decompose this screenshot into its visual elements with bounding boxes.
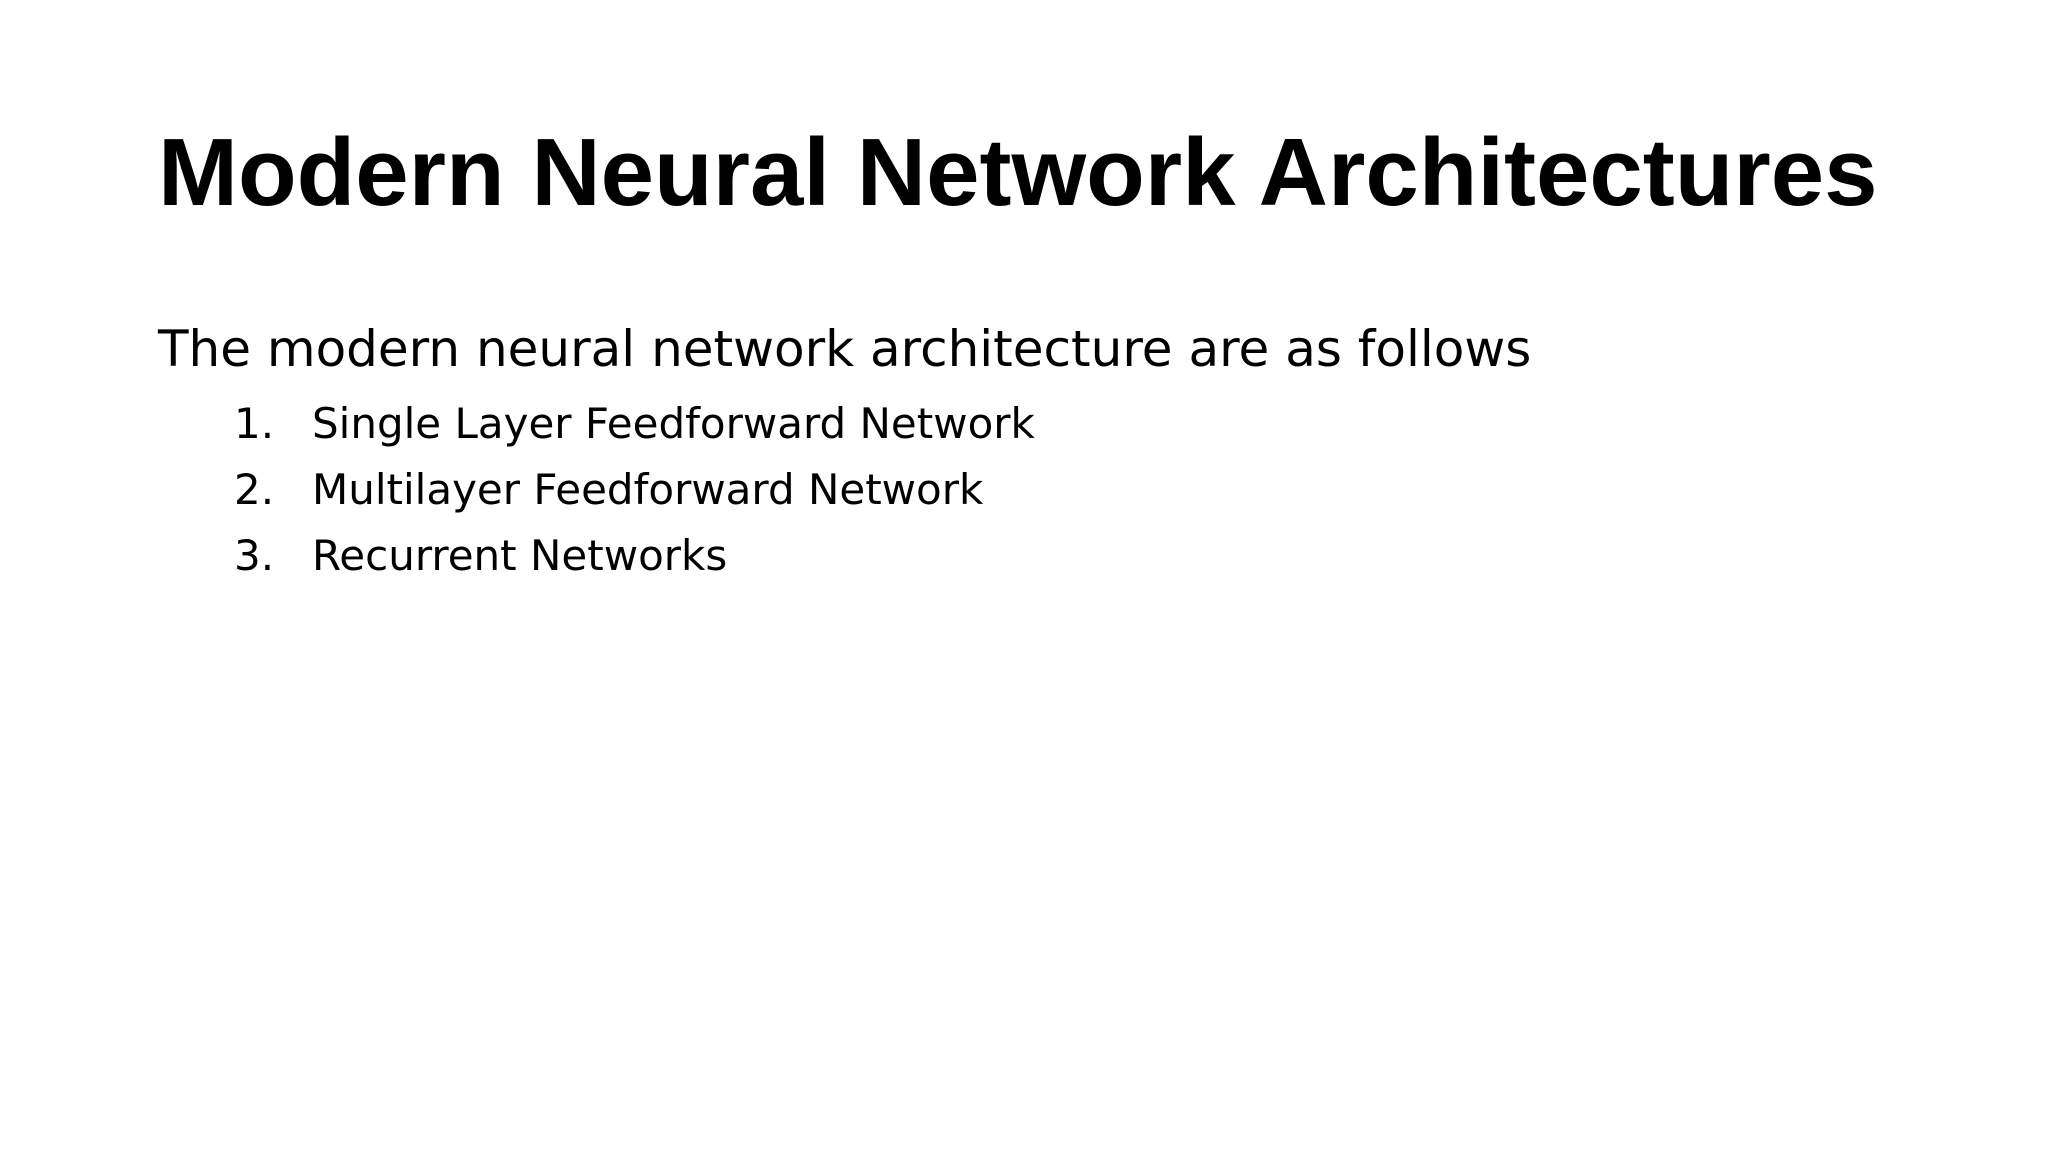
list-item: 2. Multilayer Feedforward Network: [234, 457, 1035, 523]
list-item: 1. Single Layer Feedforward Network: [234, 391, 1035, 457]
list-item-number: 3.: [234, 531, 275, 580]
list-item-label: Multilayer Feedforward Network: [312, 465, 984, 514]
slide-title: Modern Neural Network Architectures: [158, 119, 1878, 226]
list-item-label: Single Layer Feedforward Network: [312, 399, 1035, 448]
list-item-number: 2.: [234, 465, 275, 514]
list-item-label: Recurrent Networks: [312, 531, 728, 580]
list-item-number: 1.: [234, 399, 275, 448]
list-item: 3. Recurrent Networks: [234, 523, 1035, 589]
intro-text: The modern neural network architecture a…: [158, 320, 1532, 378]
architecture-list: 1. Single Layer Feedforward Network 2. M…: [234, 391, 1035, 589]
